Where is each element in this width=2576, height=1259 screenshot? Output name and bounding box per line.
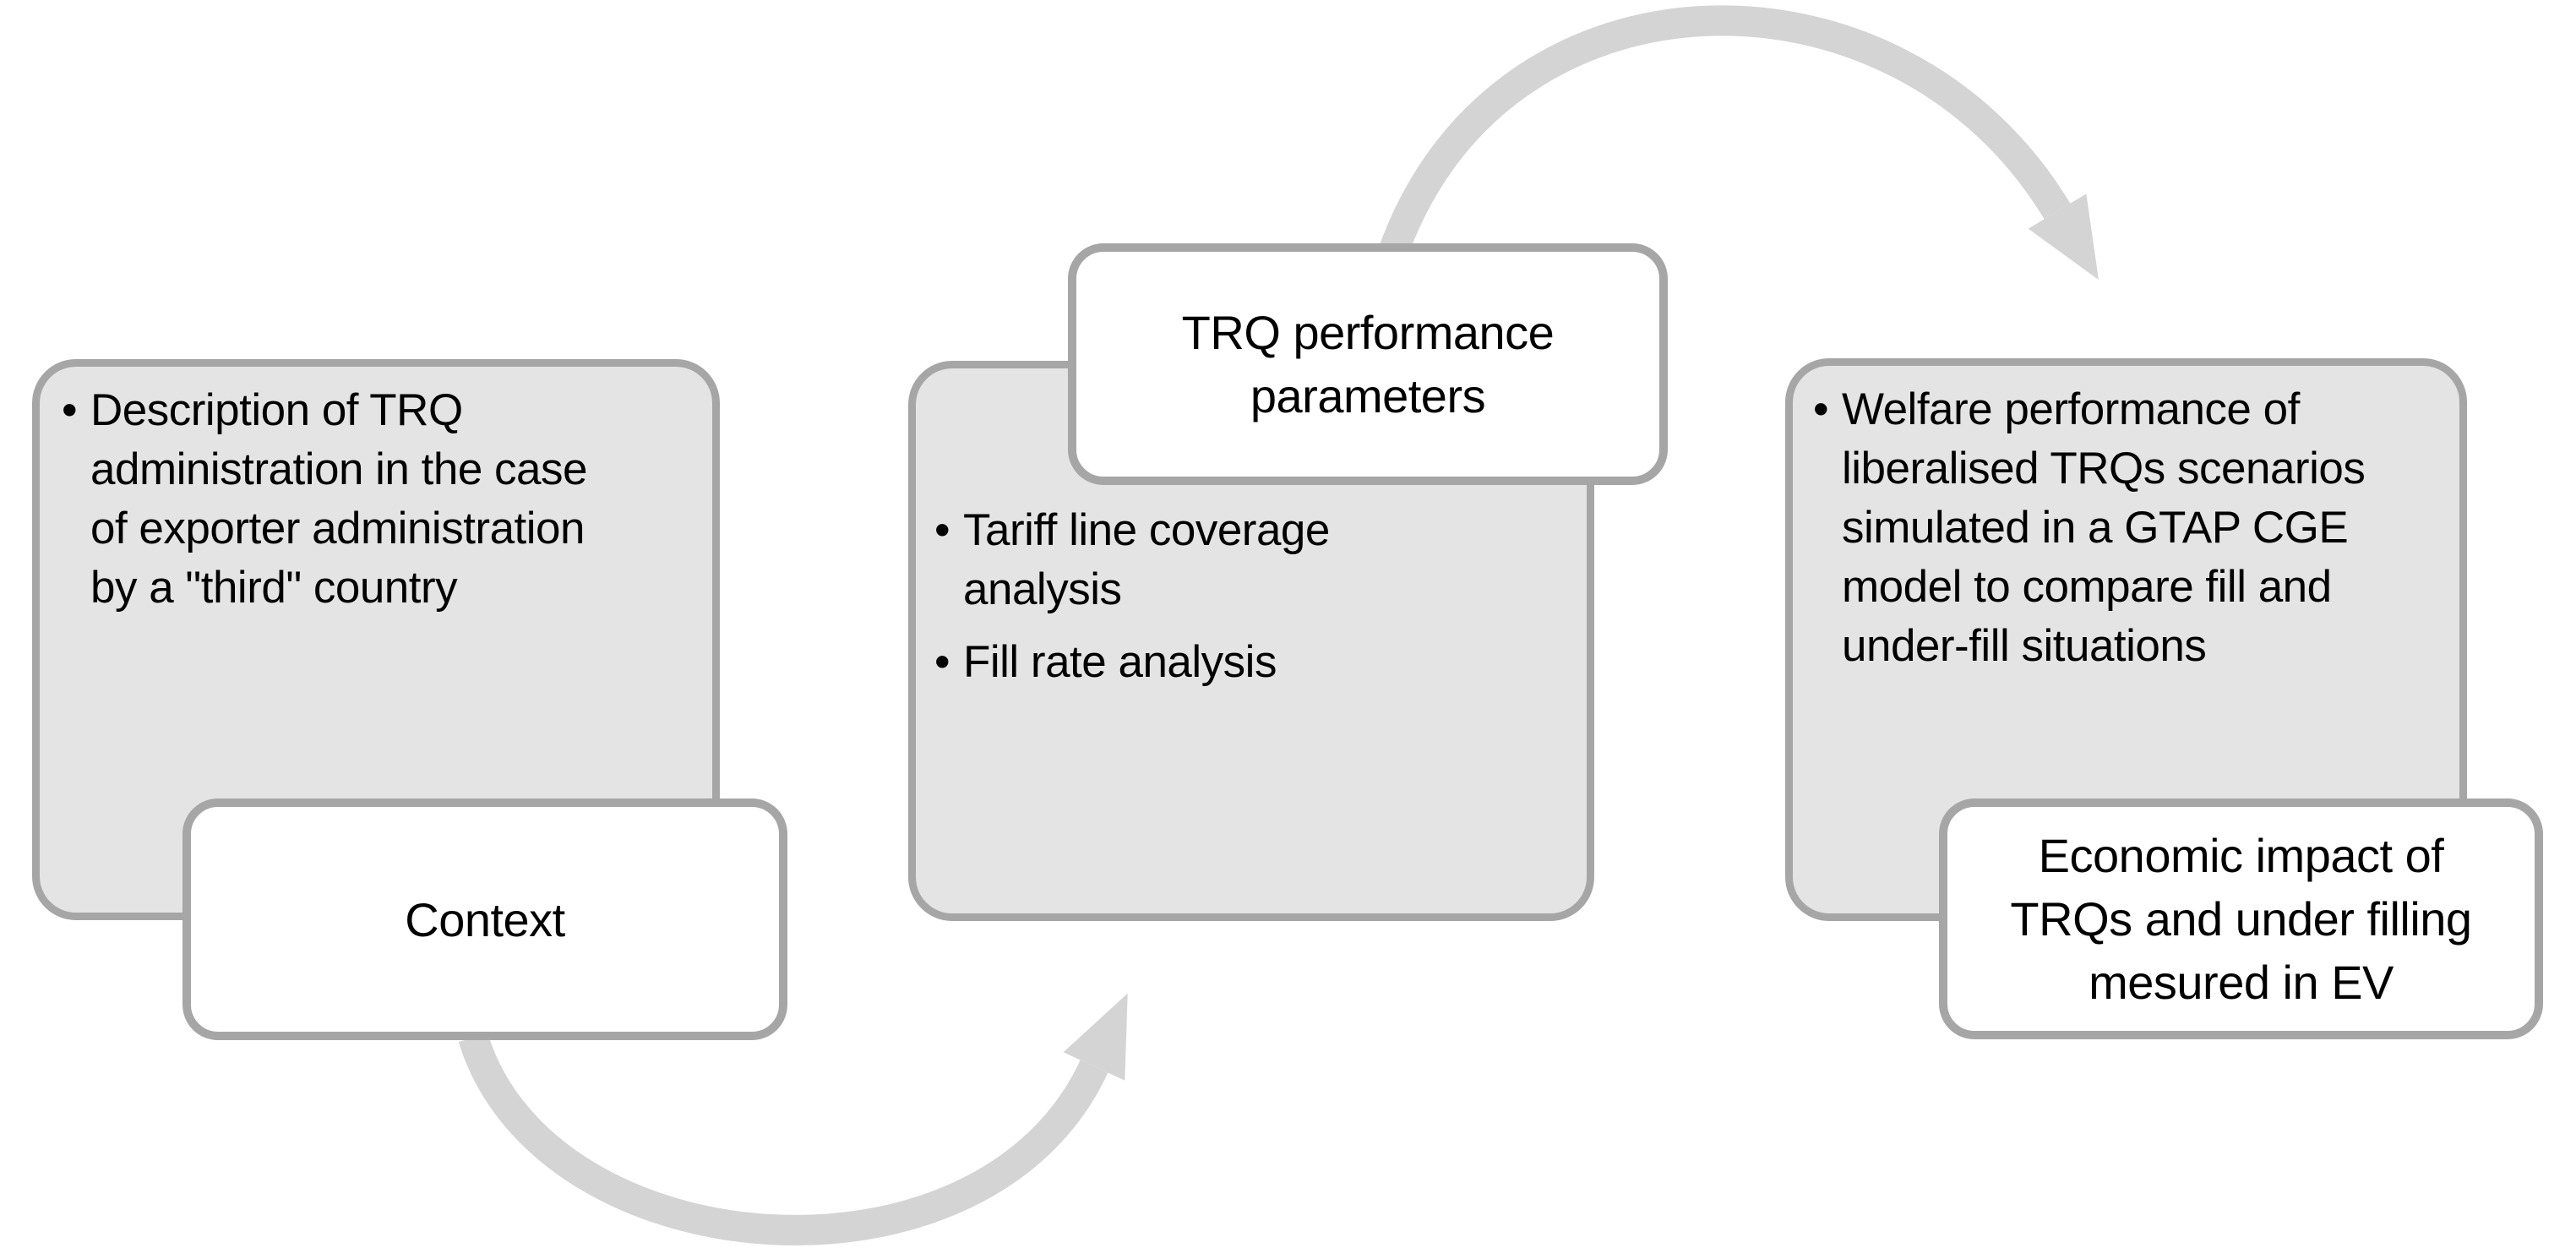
list-item: • Welfare performance of liberalised TRQ…	[1813, 380, 2441, 676]
bullet-icon: •	[62, 385, 78, 435]
bullet-text-welfare: Welfare performance of liberalised TRQs …	[1842, 384, 2366, 671]
list-item: • Tariff line coverage analysis	[934, 501, 1566, 619]
stage-title-trq-performance: TRQ performance parameters	[1068, 243, 1668, 485]
arc-arrow-params-to-impact-icon	[1375, 5, 2099, 281]
bullet-icon: •	[1813, 384, 1829, 434]
stage-title-economic-impact: Economic impact of TRQs and under fillin…	[1939, 798, 2543, 1039]
bullet-text-tariff-coverage: Tariff line coverage analysis	[963, 505, 1330, 614]
bullet-text-context: Description of TRQ administration in the…	[90, 385, 588, 613]
list-item: • Fill rate analysis	[934, 633, 1566, 692]
bullet-icon: •	[934, 637, 950, 687]
stage-title-context: Context	[182, 798, 787, 1040]
bullet-text-fill-rate: Fill rate analysis	[963, 637, 1277, 687]
list-item: • Description of TRQ administration in t…	[62, 381, 689, 618]
bullet-icon: •	[934, 505, 950, 555]
